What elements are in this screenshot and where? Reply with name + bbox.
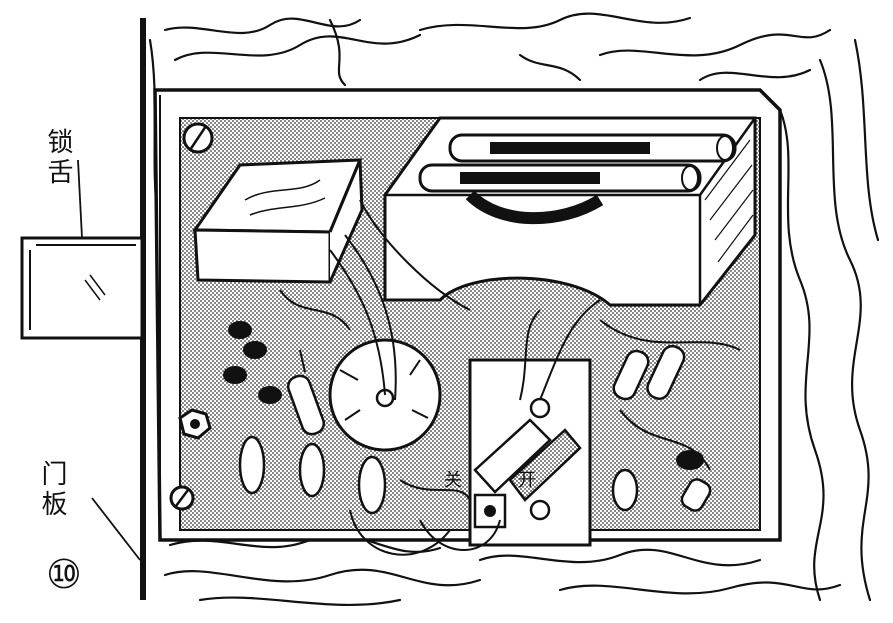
wires xyxy=(279,199,741,556)
leader-bolt xyxy=(77,159,83,239)
nut-left xyxy=(178,408,212,440)
leader-door-panel xyxy=(91,497,141,561)
battery-2 xyxy=(448,133,737,163)
figure-number: ⑩ xyxy=(46,552,82,598)
screw-bottom-left xyxy=(169,485,195,511)
lock-bolt xyxy=(20,236,144,340)
coil-box xyxy=(192,158,364,284)
label-bolt: 锁舌 xyxy=(43,128,73,188)
resistors-right xyxy=(611,344,712,512)
switch-panel xyxy=(468,358,592,547)
screw-top-left xyxy=(182,122,214,154)
label-close: 关 xyxy=(444,470,462,491)
battery-1 xyxy=(418,163,702,193)
resistor-left xyxy=(286,349,326,436)
transistors-left xyxy=(223,321,282,404)
capacitor-left xyxy=(238,435,387,515)
label-open: 开 xyxy=(518,470,536,491)
label-door-panel: 门板 xyxy=(37,460,67,520)
